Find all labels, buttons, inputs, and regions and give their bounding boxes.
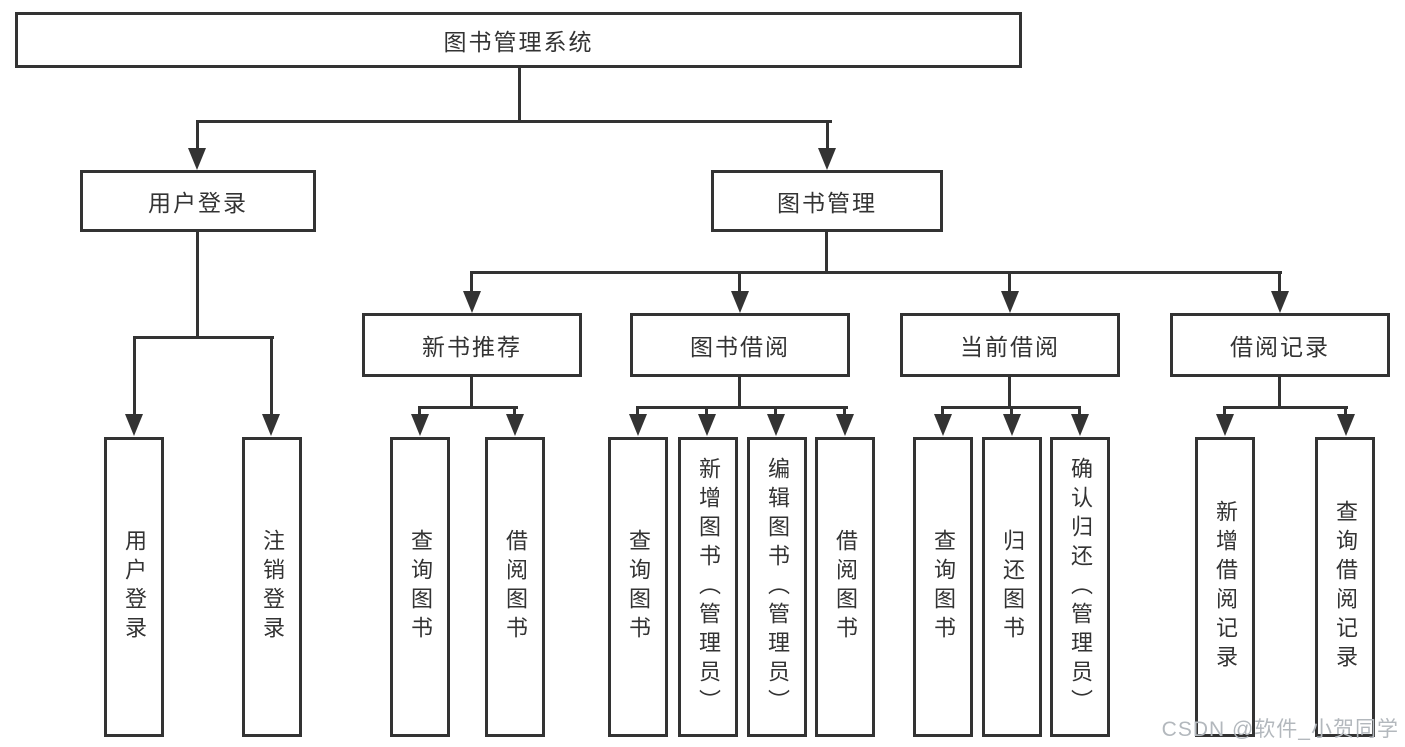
connector-leaf-drop — [1010, 406, 1013, 416]
connector-leaf-drop — [418, 406, 421, 416]
connector-leaf-drop — [513, 406, 516, 416]
node-leaf-query-books-borrow: 查询图书 — [608, 437, 668, 737]
node-current-borrow-label: 当前借阅 — [960, 334, 1060, 360]
node-leaf-label: 确认归还（管理员） — [1068, 456, 1093, 718]
connector-module-drop — [1278, 271, 1281, 293]
connector-root-split — [196, 120, 832, 123]
arrow-down-icon — [934, 414, 952, 436]
csdn-watermark: CSDN @软件_小贺同学 — [1161, 718, 1399, 741]
node-user-login: 用户登录 — [80, 170, 316, 232]
arrow-down-icon — [767, 414, 785, 436]
node-leaf-label: 查询图书 — [408, 529, 433, 645]
connector-root-stem — [518, 68, 521, 123]
arrow-down-icon — [188, 148, 206, 170]
node-leaf-label: 借阅图书 — [833, 529, 858, 645]
arrow-down-icon — [411, 414, 429, 436]
node-leaf-label: 归还图书 — [1000, 529, 1025, 645]
node-leaf-return-books: 归还图书 — [982, 437, 1042, 737]
node-leaf-label: 新增图书（管理员） — [696, 456, 721, 718]
node-leaf-borrow-books: 借阅图书 — [815, 437, 875, 737]
node-user-login-label: 用户登录 — [148, 190, 248, 216]
node-book-management: 图书管理 — [711, 170, 943, 232]
connector-leaf-drop — [1344, 406, 1347, 416]
node-leaf-logout: 注销登录 — [242, 437, 302, 737]
connector-leaf-drop — [636, 406, 639, 416]
node-new-book-recommend-label: 新书推荐 — [422, 334, 522, 360]
node-leaf-label: 用户登录 — [122, 529, 147, 645]
connector-mgmt-stem — [825, 232, 828, 274]
node-leaf-edit-books-admin: 编辑图书（管理员） — [747, 437, 807, 737]
node-leaf-label: 编辑图书（管理员） — [765, 456, 790, 718]
node-book-borrow-label: 图书借阅 — [690, 334, 790, 360]
connector-mgmt-split — [470, 271, 1282, 274]
arrow-down-icon — [1271, 291, 1289, 313]
arrow-down-icon — [698, 414, 716, 436]
arrow-down-icon — [1001, 291, 1019, 313]
node-leaf-add-books-admin: 新增图书（管理员） — [678, 437, 738, 737]
arrow-down-icon — [836, 414, 854, 436]
connector-leaf-drop — [941, 406, 944, 416]
node-leaf-add-borrow-record: 新增借阅记录 — [1195, 437, 1255, 737]
node-leaf-label: 查询借阅记录 — [1333, 500, 1358, 674]
arrow-down-icon — [506, 414, 524, 436]
connector-module2-stem — [1008, 377, 1011, 409]
connector-module-drop — [470, 271, 473, 293]
arrow-down-icon — [262, 414, 280, 436]
node-new-book-recommend: 新书推荐 — [362, 313, 582, 377]
node-leaf-label: 查询图书 — [931, 529, 956, 645]
connector-module3-stem — [1278, 377, 1281, 409]
node-leaf-label: 注销登录 — [260, 529, 285, 645]
node-current-borrow: 当前借阅 — [900, 313, 1120, 377]
arrow-down-icon — [463, 291, 481, 313]
arrow-down-icon — [1216, 414, 1234, 436]
connector-login-drop — [196, 120, 199, 150]
node-leaf-confirm-return-admin: 确认归还（管理员） — [1050, 437, 1110, 737]
connector-login-leaf-drop — [270, 336, 273, 416]
node-leaf-query-borrow-record: 查询借阅记录 — [1315, 437, 1375, 737]
arrow-down-icon — [1071, 414, 1089, 436]
connector-module0-stem — [470, 377, 473, 409]
arrow-down-icon — [629, 414, 647, 436]
node-leaf-user-login: 用户登录 — [104, 437, 164, 737]
node-borrow-records-label: 借阅记录 — [1230, 334, 1330, 360]
node-leaf-query-books-recommend: 查询图书 — [390, 437, 450, 737]
node-borrow-records: 借阅记录 — [1170, 313, 1390, 377]
arrow-down-icon — [1003, 414, 1021, 436]
node-book-borrow: 图书借阅 — [630, 313, 850, 377]
connector-module1-split — [636, 406, 848, 409]
node-root-label: 图书管理系统 — [443, 29, 594, 55]
node-leaf-label: 借阅图书 — [503, 529, 528, 645]
connector-leaf-drop — [843, 406, 846, 416]
connector-module-drop — [1008, 271, 1011, 293]
arrow-down-icon — [731, 291, 749, 313]
node-leaf-query-books-current: 查询图书 — [913, 437, 973, 737]
connector-login-stem — [196, 232, 199, 339]
arrow-down-icon — [125, 414, 143, 436]
node-leaf-borrow-books-recommend: 借阅图书 — [485, 437, 545, 737]
connector-login-leaf-drop — [133, 336, 136, 416]
arrow-down-icon — [818, 148, 836, 170]
node-leaf-label: 新增借阅记录 — [1213, 500, 1238, 674]
connector-login-split — [133, 336, 274, 339]
connector-leaf-drop — [774, 406, 777, 416]
connector-mgmt-drop — [826, 120, 829, 150]
connector-module0-split — [418, 406, 518, 409]
connector-leaf-drop — [1223, 406, 1226, 416]
node-leaf-label: 查询图书 — [626, 529, 651, 645]
connector-leaf-drop — [705, 406, 708, 416]
arrow-down-icon — [1337, 414, 1355, 436]
connector-module3-split — [1223, 406, 1348, 409]
node-book-management-label: 图书管理 — [777, 190, 877, 216]
connector-leaf-drop — [1078, 406, 1081, 416]
node-root: 图书管理系统 — [15, 12, 1022, 68]
connector-module1-stem — [738, 377, 741, 409]
connector-module-drop — [738, 271, 741, 293]
